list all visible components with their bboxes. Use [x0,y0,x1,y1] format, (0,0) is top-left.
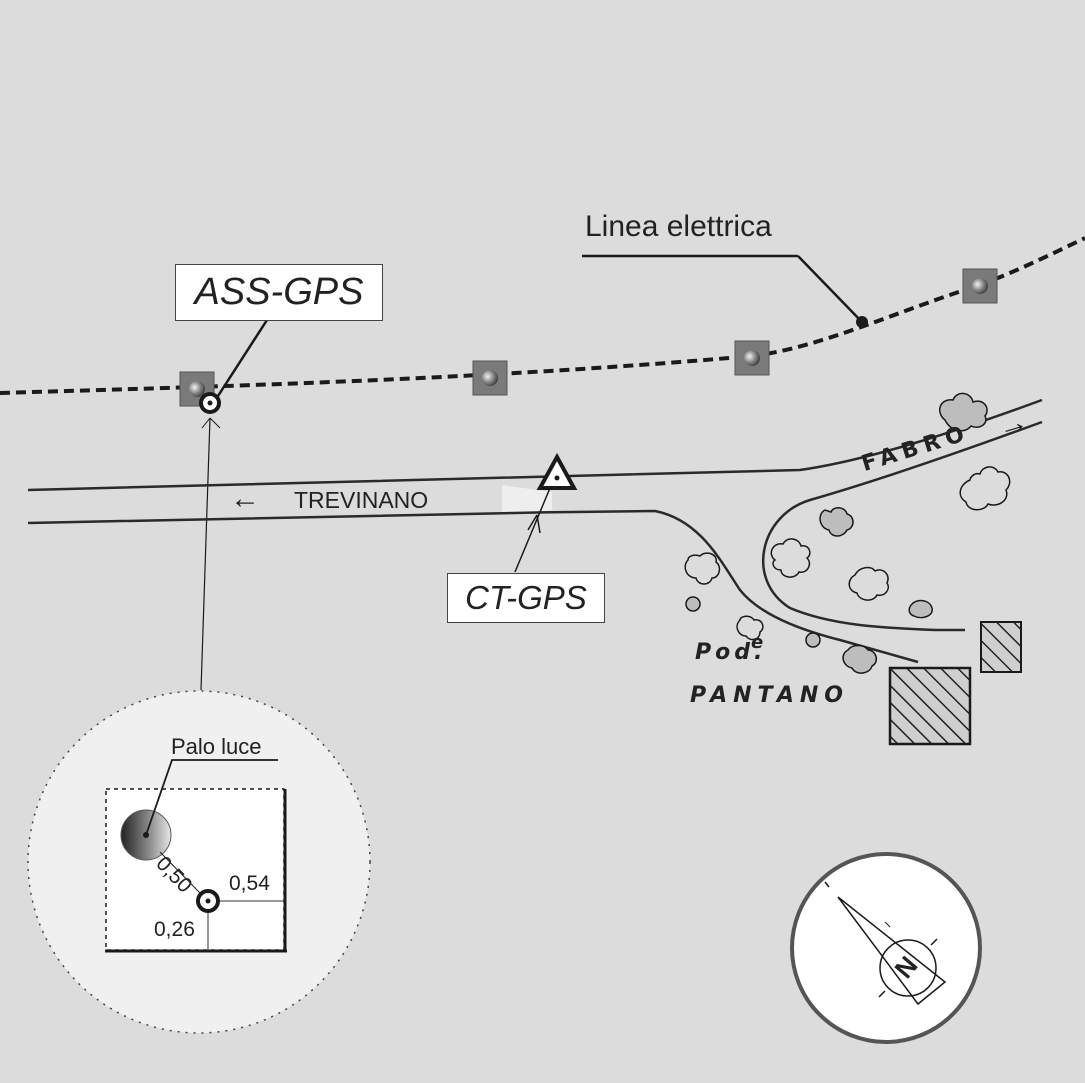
trevinano-label: TREVINANO [294,487,429,513]
podere-label-line1: Pod. [695,640,767,665]
ass-gps-label: ASS-GPS [175,264,383,321]
inset-detail [27,690,371,1034]
tree-icon [684,392,1011,674]
inset-distance-right: 0,54 [229,872,270,895]
power-pole-icon [472,360,508,396]
power-pole-icon [734,340,770,376]
power-line [0,236,1085,395]
gps-station-circle-icon[interactable] [199,392,221,414]
inset-leader-arrow [200,417,221,691]
inset-title: Palo luce [171,734,262,759]
power-line-label: Linea elettrica [585,210,772,243]
ct-gps-label: CT-GPS [447,573,605,623]
podere-label-line2: PANTANO [690,683,849,708]
gps-station-circle-icon [196,889,220,913]
power-pole-icon [179,371,215,407]
building-icon [888,666,972,746]
trevinano-arrow-icon: ← [230,482,260,515]
power-line-leader [582,254,868,328]
ct-gps-leader [514,487,551,573]
gps-triangle-benchmark-icon[interactable] [536,452,578,490]
ass-gps-leader [216,319,269,397]
road-trevinano [27,398,1043,664]
compass-rose-icon [790,852,982,1044]
podere-label-sup: e [751,632,770,653]
building-icon [980,621,1022,673]
power-pole-icon [962,268,998,304]
inset-distance-bottom: 0,26 [154,918,195,941]
